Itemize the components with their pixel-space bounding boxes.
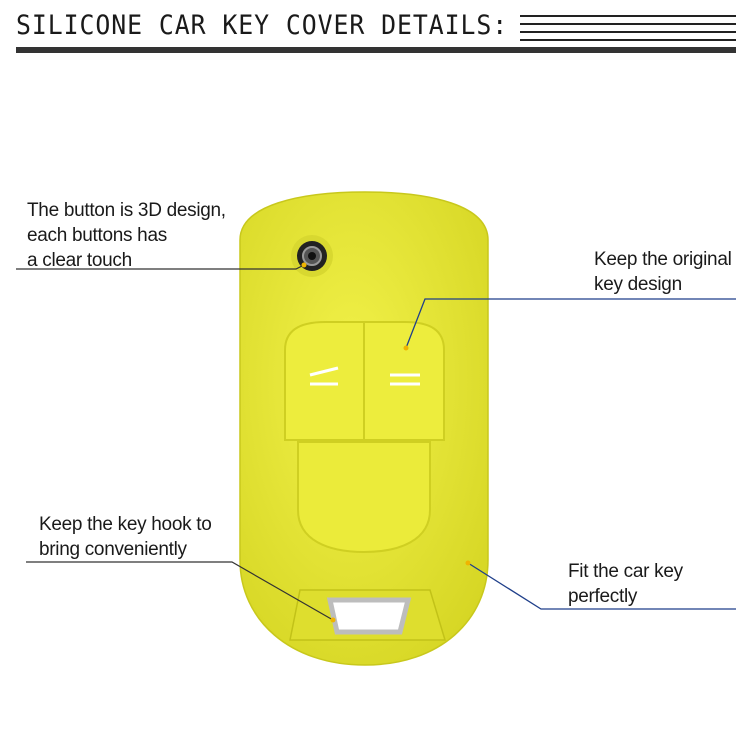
callout-hook-line2: bring conveniently [39,539,187,560]
leader-fit [467,562,736,610]
callout-fit-line2: perfectly [568,586,638,607]
leader-hook [26,561,334,621]
callout-original-design: Keep the original key design [594,247,732,297]
callout-key-hook: Keep the key hook to bring conveniently [39,512,212,562]
header-divider [16,47,736,53]
callout-button-line3: a clear touch [27,250,132,271]
header-decor-line-1 [520,15,736,17]
leader-button [16,264,305,270]
header-title: SILICONE CAR KEY COVER DETAILS: [16,10,509,41]
callout-hook-line1: Keep the key hook to [39,514,212,535]
callout-original-line2: key design [594,274,682,295]
keyring-hole [291,235,333,277]
header-decor-line-4 [520,39,736,41]
callout-original-line1: Keep the original [594,249,732,270]
callout-fit: Fit the car key perfectly [568,559,683,609]
callout-button-line1: The button is 3D design, [27,200,226,221]
key-hook [289,589,447,641]
callout-button-line2: each buttons has [27,225,167,246]
callout-fit-line1: Fit the car key [568,561,683,582]
leader-original [405,298,736,349]
callout-button-design: The button is 3D design, each buttons ha… [27,198,226,273]
header-decor-line-3 [520,31,736,33]
header-decor-line-2 [520,23,736,25]
button-pad [284,321,445,554]
